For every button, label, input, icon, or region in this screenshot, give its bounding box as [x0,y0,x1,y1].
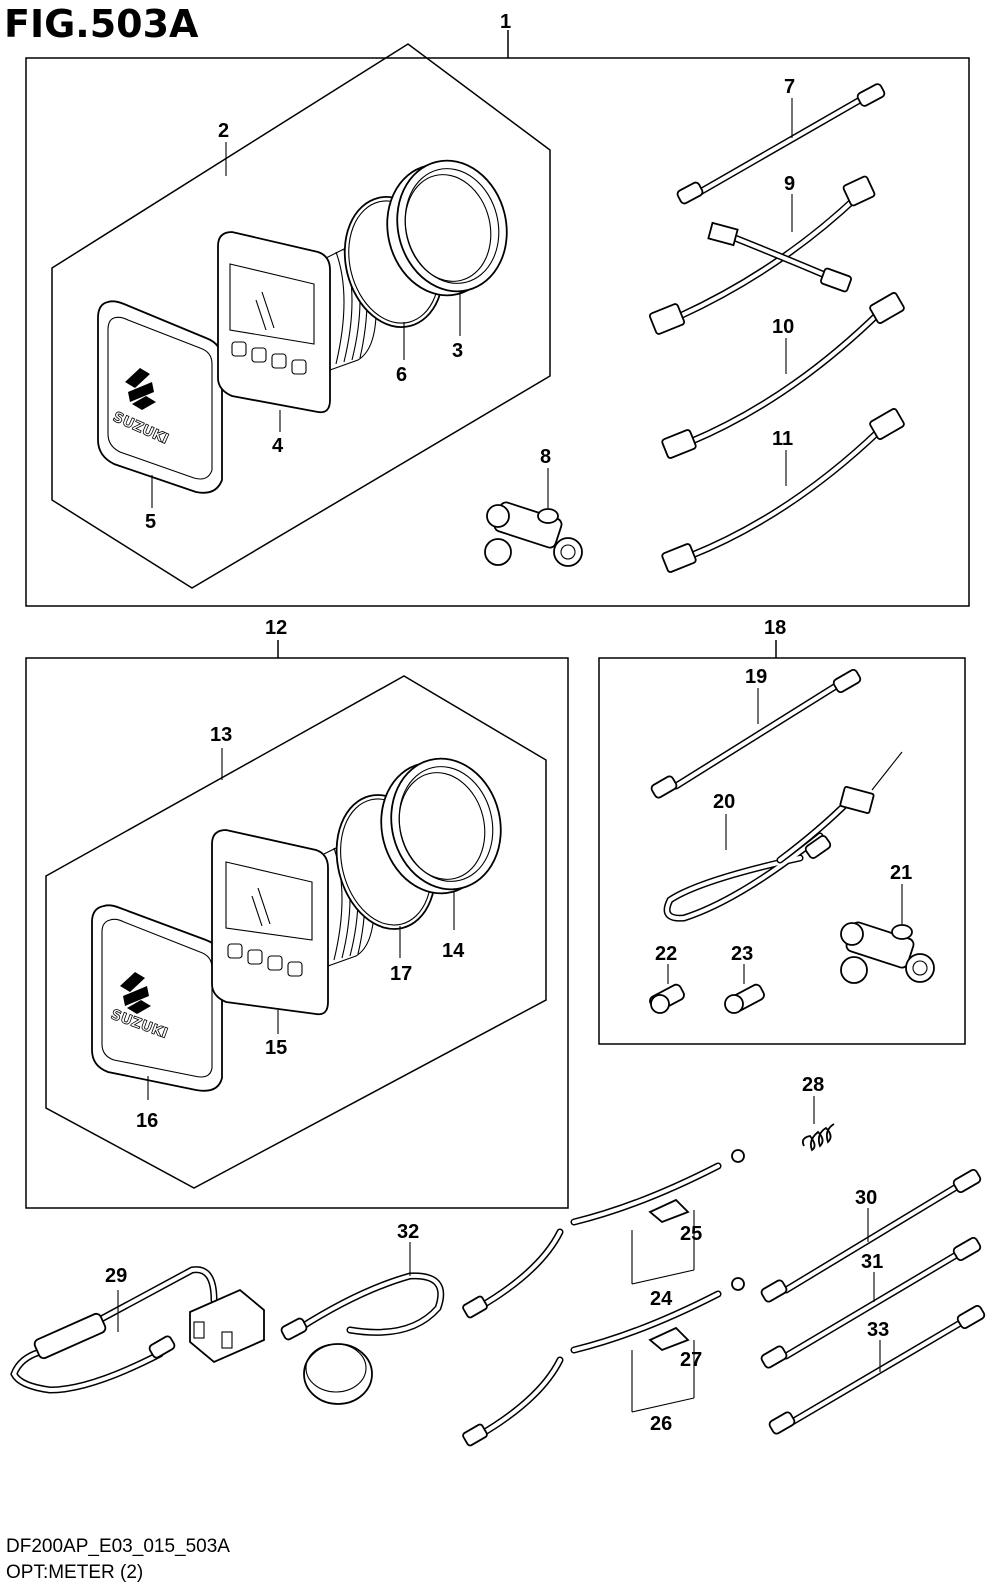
callout-29: 29 [105,1265,127,1287]
callout-2: 2 [218,120,229,142]
callout-22: 22 [655,943,677,965]
terminator-23 [724,964,765,1014]
cable-31 [760,1237,982,1369]
callout-9: 9 [784,173,795,195]
figure-code: DF200AP_E03_015_503A [6,1536,230,1557]
cable-11 [661,408,905,573]
callout-14: 14 [442,940,465,962]
callout-28: 28 [802,1074,824,1096]
callout-26: 26 [650,1413,672,1435]
sensor-cable-29 [10,1266,265,1394]
callout-15: 15 [265,1037,287,1059]
lock-nut-3 [386,159,508,336]
callout-32: 32 [397,1221,419,1243]
callout-6: 6 [396,364,407,386]
bezel-cover-5: SUZUKI [97,300,223,508]
callout-20: 20 [713,791,735,813]
cable-19 [650,669,862,799]
cable-33 [768,1305,986,1435]
callout-11: 11 [772,428,793,450]
callout-16: 16 [136,1110,158,1132]
callout-18: 18 [764,617,786,639]
lock-nut-14 [380,757,502,930]
callout-8: 8 [540,446,551,468]
harness-24 [462,1149,745,1319]
callout-12: 12 [265,617,287,639]
callout-23: 23 [731,943,753,965]
kit-1-frame: 1 [25,11,970,607]
gps-antenna-32 [280,1242,445,1405]
cable-7 [676,83,886,205]
harness-26 [462,1277,745,1447]
callout-3: 3 [452,340,463,362]
callout-25: 25 [680,1223,702,1245]
callout-19: 19 [745,666,767,688]
callout-1: 1 [500,11,511,33]
callout-13: 13 [210,724,232,746]
cable-10 [661,292,905,459]
callout-10: 10 [772,316,794,338]
callout-4: 4 [272,435,284,457]
callout-27: 27 [680,1349,702,1371]
callout-31: 31 [861,1251,883,1273]
terminator-22 [649,964,685,1014]
power-cable-20 [663,751,903,922]
tee-connector-21 [840,884,935,984]
callout-17: 17 [390,963,412,985]
callout-33: 33 [867,1319,889,1341]
bezel-cover-16: SUZUKI [91,904,223,1100]
harness-9 [648,175,876,335]
figure-title: FIG.503A [4,2,199,46]
figure-name: OPT:METER (2) [6,1562,144,1583]
tee-connector-8 [484,468,583,567]
kit-18-frame: 18 [598,617,966,1045]
callout-24: 24 [650,1288,673,1310]
callout-7: 7 [784,76,795,98]
callout-21: 21 [890,862,912,884]
kit-12-frame: 12 [25,617,569,1209]
callout-5: 5 [145,511,156,533]
cable-30 [760,1169,982,1303]
callout-30: 30 [855,1187,877,1209]
spring-28 [801,1096,835,1152]
